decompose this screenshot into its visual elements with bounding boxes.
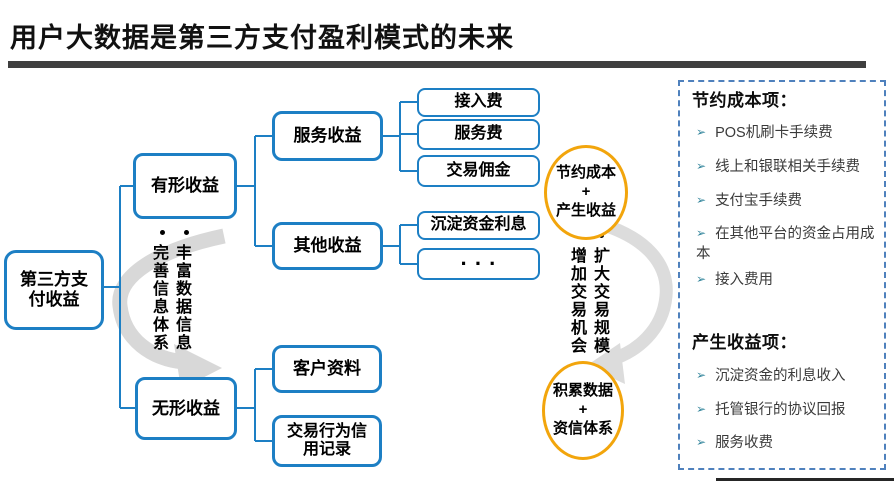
arrow-bullet-icon: ➢ <box>696 159 707 173</box>
node-third-party-payment-income: 第三方支 付收益 <box>4 250 104 330</box>
node-customer-data: 客户资料 <box>272 345 382 393</box>
node-ellipsis: ··· <box>417 248 540 280</box>
list-item: ➢ 服务收费 <box>696 433 876 453</box>
node-other-income: 其他收益 <box>272 222 383 270</box>
node-transaction-credit-record: 交易行为信 用记录 <box>272 415 382 467</box>
title-underline <box>8 61 866 68</box>
list-item-label: 支付宝手续费 <box>715 193 803 209</box>
arrow-bullet-icon: ➢ <box>696 402 707 416</box>
ellipse-accumulate-data-credit-system: 积累数据 + 资信体系 <box>542 361 624 460</box>
list-item: ➢在其他平台的资金占用成本 <box>696 224 876 264</box>
bullet-dot-icon <box>184 230 189 235</box>
list-item-label: 服务收费 <box>715 435 774 451</box>
list-item: ➢ 接入费用 <box>696 270 876 290</box>
list-item: ➢ 沉淀资金的利息收入 <box>696 366 876 386</box>
node-deposit-interest: 沉淀资金利息 <box>417 211 540 240</box>
arrow-bullet-icon: ➢ <box>696 226 707 240</box>
panel-heading-income-generation: 产生收益项： <box>692 333 797 352</box>
footer-rule <box>716 478 894 481</box>
ellipse-save-cost-generate-income: 节约成本 + 产生收益 <box>544 145 628 240</box>
node-service-fee: 服务费 <box>417 119 540 150</box>
list-item-label: 托管银行的协议回报 <box>715 402 846 418</box>
list-item-label: 在其他平台的资金占用成本 <box>696 226 875 262</box>
arrow-bullet-icon: ➢ <box>696 272 707 286</box>
list-item-label: POS机刷卡手续费 <box>715 125 833 141</box>
side-panel: 节约成本项： ➢POS机刷卡手续费 ➢线上和银联相关手续费 ➢支付宝手续费 ➢在… <box>678 80 886 470</box>
panel-heading-cost-savings: 节约成本项： <box>692 91 797 110</box>
label-improve-info-system: 完善信息体系 <box>150 244 167 352</box>
tree-connector-lines <box>104 101 417 442</box>
arrow-bullet-icon: ➢ <box>696 368 707 382</box>
list-item-label: 线上和银联相关手续费 <box>715 159 861 175</box>
list-item: ➢ 支付宝手续费 <box>696 191 876 211</box>
list-item: ➢ POS机刷卡手续费 <box>696 123 876 143</box>
arrow-bullet-icon: ➢ <box>696 435 707 449</box>
list-item-label: 沉淀资金的利息收入 <box>715 368 846 384</box>
arrow-bullet-icon: ➢ <box>696 193 707 207</box>
list-item-label: 接入费用 <box>715 272 774 288</box>
page-title: 用户大数据是第三方支付盈利模式的未来 <box>10 23 514 53</box>
node-access-fee: 接入费 <box>417 88 540 117</box>
node-intangible-income: 无形收益 <box>135 377 237 440</box>
list-item: ➢ 线上和银联相关手续费 <box>696 157 876 177</box>
bullet-dot-icon <box>160 230 165 235</box>
cycle-arrow-right-icon <box>586 217 673 384</box>
list-item: ➢ 托管银行的协议回报 <box>696 400 876 420</box>
label-expand-transaction-scale: 扩大交易规模 <box>591 247 608 355</box>
label-increase-transaction-chances: 增加交易机会 <box>568 247 585 355</box>
node-tangible-income: 有形收益 <box>133 153 237 219</box>
node-service-income: 服务收益 <box>272 111 383 161</box>
arrow-bullet-icon: ➢ <box>696 125 707 139</box>
node-transaction-commission: 交易佣金 <box>417 155 540 187</box>
label-enrich-data-info: 丰富数据信息 <box>173 244 190 352</box>
